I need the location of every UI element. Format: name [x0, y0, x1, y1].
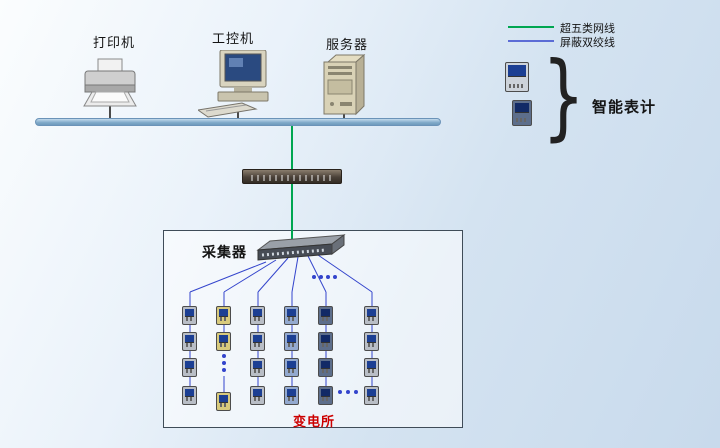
energy-meter-icon: [284, 332, 299, 351]
energy-meter-icon: [182, 386, 197, 405]
energy-meter-icon: [364, 306, 379, 325]
energy-meter-icon: [364, 386, 379, 405]
collector-label: 采集器: [202, 246, 247, 261]
energy-meter-icon: [318, 386, 333, 405]
ethernet-switch-icon: [242, 169, 342, 184]
server-tower-icon: [320, 53, 368, 123]
ipc-label: 工控机: [212, 31, 255, 46]
energy-meter-icon: [318, 358, 333, 377]
smart-meter-legend-icon-2: [512, 100, 532, 126]
legend-stp-label: 屏蔽双绞线: [560, 37, 615, 49]
energy-meter-icon: [364, 358, 379, 377]
energy-meter-icon: [284, 306, 299, 325]
collector-fan-lines: [189, 254, 373, 293]
energy-meter-icon: [364, 332, 379, 351]
ellipsis-dots: [222, 275, 358, 394]
smart-meter-label: 智能表计: [592, 100, 657, 116]
energy-meter-icon: [250, 332, 265, 351]
server-label: 服务器: [326, 37, 369, 52]
energy-meter-icon: [284, 358, 299, 377]
energy-meter-icon: [182, 332, 197, 351]
printer-icon: [82, 58, 138, 115]
legend-cat5-label: 超五类网线: [560, 23, 615, 35]
printer-label: 打印机: [93, 35, 136, 50]
energy-meter-icon: [284, 386, 299, 405]
desktop-computer-icon: [196, 49, 278, 123]
smart-meter-legend-icon-1: [505, 62, 529, 92]
energy-meter-icon: [182, 358, 197, 377]
energy-meter-icon: [250, 306, 265, 325]
energy-meter-icon: [318, 332, 333, 351]
energy-meter-icon: [216, 332, 231, 351]
collector-device-icon: [254, 234, 346, 273]
energy-meter-icon: [250, 386, 265, 405]
energy-meter-icon: [182, 306, 197, 325]
energy-meter-icon: [216, 392, 231, 411]
brace-glyph: }: [542, 42, 586, 151]
energy-meter-icon: [318, 306, 333, 325]
substation-label: 变电所: [293, 414, 336, 429]
energy-meter-icon: [216, 306, 231, 325]
network-bus-bar: [35, 118, 441, 126]
energy-meter-icon: [250, 358, 265, 377]
substation-box: [163, 230, 463, 428]
